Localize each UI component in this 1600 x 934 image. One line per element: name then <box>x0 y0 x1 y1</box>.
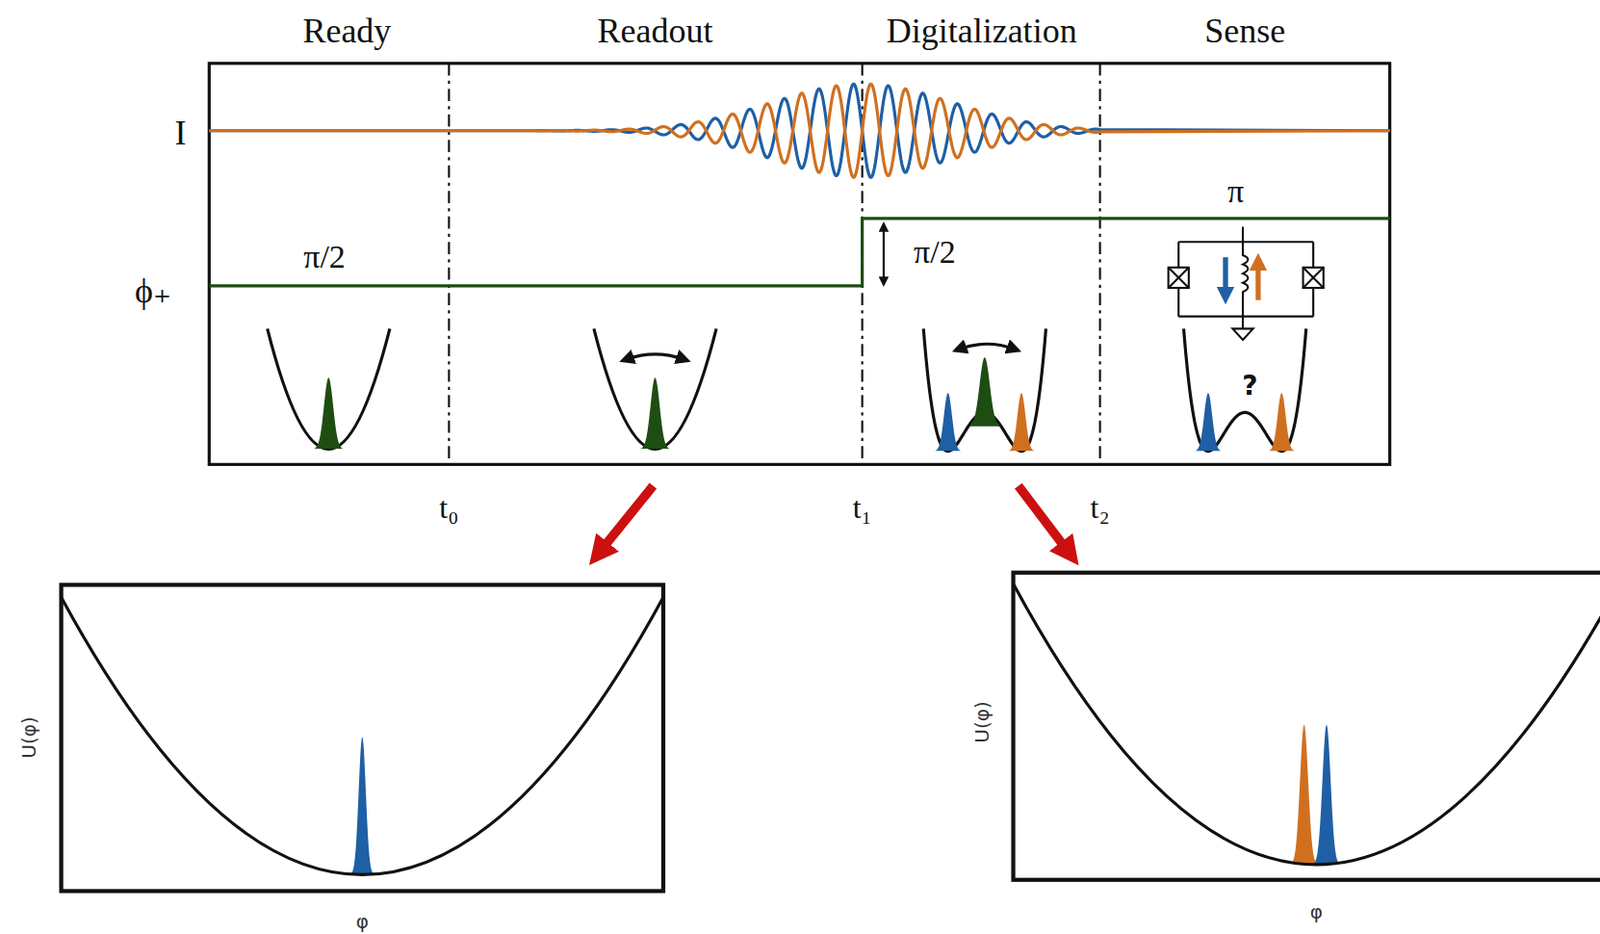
flux-value: π <box>1227 175 1244 208</box>
current-wave <box>208 83 1390 178</box>
wavepacket <box>1290 724 1317 864</box>
axis-label: U(φ) <box>19 717 39 759</box>
flux-trace <box>208 218 1390 286</box>
inset-well <box>61 596 664 875</box>
wavepacket <box>313 377 343 449</box>
flux-step: π/2 <box>913 235 956 269</box>
wavepacket <box>1007 392 1034 451</box>
double-wells <box>923 328 1306 451</box>
inset-panel <box>1013 572 1600 880</box>
current-trace <box>208 83 1390 178</box>
axis-label: U(φ) <box>972 701 992 744</box>
wavepacket <box>968 357 1002 427</box>
step-arrow <box>882 226 885 282</box>
flux-down-arrow <box>1222 257 1228 292</box>
wavepacket <box>640 377 670 449</box>
phase-header: Digitalization <box>886 13 1078 49</box>
wavepacket <box>1194 392 1221 451</box>
time-label: t₁ <box>852 491 873 523</box>
wavepackets <box>313 357 1340 874</box>
inset-panel <box>61 584 664 891</box>
axis-label: ϕ₊ <box>134 273 172 309</box>
axis-label: φ <box>356 911 369 931</box>
unknown-state: ? <box>1241 372 1258 400</box>
phase-header: Ready <box>302 13 391 49</box>
time-label: t₂ <box>1090 491 1110 523</box>
wavepacket <box>1313 724 1340 864</box>
flux-up-arrow <box>1255 265 1261 301</box>
wavepacket <box>934 392 961 451</box>
potential-wells <box>267 328 717 449</box>
zoom-arrow <box>601 486 653 550</box>
double-well <box>1184 328 1307 451</box>
time-label: t₀ <box>438 491 459 523</box>
double-well <box>923 328 1046 451</box>
phase-header: Sense <box>1204 13 1286 49</box>
wavepacket <box>350 737 374 875</box>
squid-circuit <box>1168 226 1324 340</box>
main-panel <box>208 63 1390 465</box>
wavepacket <box>1268 392 1295 451</box>
oscillation-arrows <box>626 343 1015 360</box>
flux-value: π/2 <box>303 240 346 274</box>
axis-label: φ <box>1310 902 1323 922</box>
axis-label: I <box>175 115 187 151</box>
zoom-arrow <box>1018 486 1067 550</box>
current-wave <box>208 83 1390 178</box>
phase-header: Readout <box>596 13 713 49</box>
inset-well <box>1013 583 1600 864</box>
